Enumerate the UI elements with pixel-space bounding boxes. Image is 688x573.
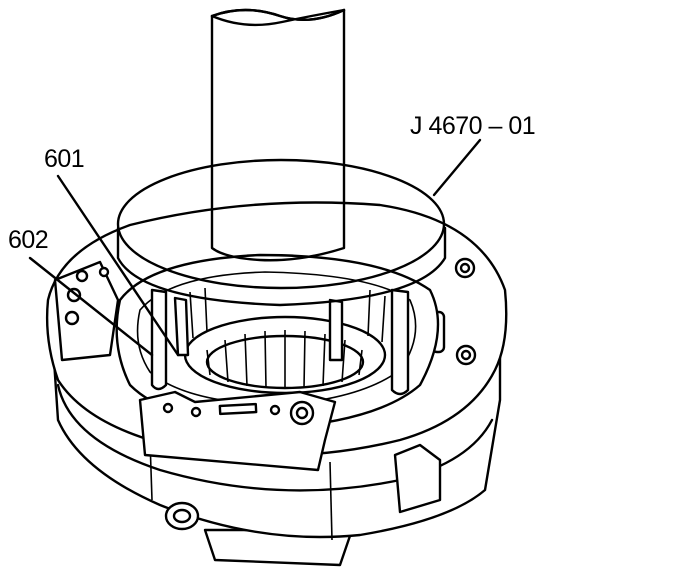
callout-602-label: 602 (8, 226, 49, 254)
press-shaft (210, 8, 346, 262)
front-bracket (138, 390, 337, 472)
tool-disc (116, 158, 447, 307)
callout-601-label: 601 (44, 145, 85, 173)
leader-lines (28, 138, 482, 357)
callout-tool-label: J 4670 – 01 (410, 112, 536, 140)
tool-legs (150, 288, 410, 396)
